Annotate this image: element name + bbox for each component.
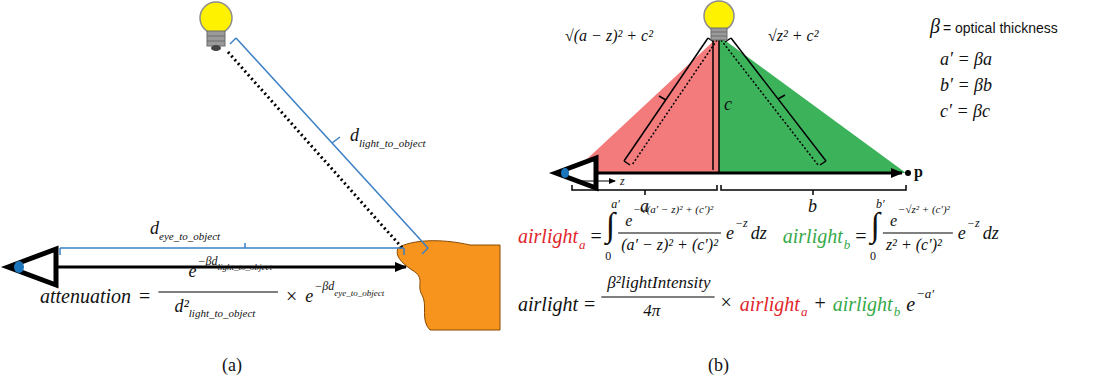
fraction-bar xyxy=(158,291,278,292)
perpendicular-line xyxy=(718,36,720,173)
geometry-label: z xyxy=(620,175,625,187)
formula-term: airlight xyxy=(518,226,578,246)
formula-term: = xyxy=(855,226,866,246)
formula-term: a xyxy=(579,238,586,251)
formula-term: b′ xyxy=(876,198,885,210)
formula-term: a′ xyxy=(611,198,620,210)
light-bulb xyxy=(704,1,734,40)
light-ray xyxy=(632,40,717,165)
formula-term: e xyxy=(958,224,966,242)
formula-term: −z xyxy=(967,217,980,229)
definition-text: = optical thickness xyxy=(943,21,1058,35)
formula-term: 4π xyxy=(643,302,660,319)
formula-term: e xyxy=(305,287,313,305)
formula-term: = xyxy=(591,226,602,246)
distance-label: d xyxy=(350,126,359,144)
distance-bracket xyxy=(624,38,826,170)
fraction-bar xyxy=(883,232,953,233)
geometry-label: √z² + c² xyxy=(768,28,819,44)
eye-symbol xyxy=(556,158,596,188)
formula-term: attenuation xyxy=(40,286,131,306)
distance-label: eye_to_object xyxy=(159,231,220,242)
view-ray xyxy=(598,172,902,175)
formula-term: e xyxy=(890,213,897,229)
distance-label: light_to_object xyxy=(359,138,426,149)
formula-term: −√z² + (c′)² xyxy=(898,204,950,215)
z-arrow xyxy=(575,181,615,182)
formula-term: airlight xyxy=(833,294,893,314)
formula-term: −βd xyxy=(314,280,334,292)
formula-term: airlight xyxy=(783,226,843,246)
formula-term: e xyxy=(625,213,632,229)
definition-text: b′ = βb xyxy=(940,76,992,94)
geometry-label: b xyxy=(808,197,817,215)
formula-term: ∫ xyxy=(606,208,615,242)
formula-term: eye_to_object xyxy=(334,289,384,298)
formula-term: × xyxy=(721,292,732,312)
formula-term: e xyxy=(906,294,915,314)
formula-term: dz xyxy=(983,224,999,242)
formula-term: = xyxy=(139,286,150,306)
formula-term: 0 xyxy=(605,250,611,262)
formula-term: e xyxy=(188,262,196,280)
formula-term: −√(a′ − z)² + (c′)² xyxy=(633,204,713,215)
formula-term: light_to_object xyxy=(217,263,272,272)
formula-term: dz xyxy=(751,224,767,242)
formula-term: b xyxy=(894,305,901,318)
formula-term: d² xyxy=(174,297,188,315)
formula-term: a xyxy=(801,305,808,318)
formula-term: light_to_object xyxy=(189,308,256,319)
formula-term: −a′ xyxy=(916,287,934,300)
formula-term: airlight xyxy=(518,294,578,314)
point-dot xyxy=(905,170,911,176)
formula-term: × xyxy=(286,286,297,306)
formula-term: z² + (c′)² xyxy=(886,237,942,253)
geometry-label: p xyxy=(914,164,923,180)
distance-label: d xyxy=(150,219,159,237)
formula-term: −βd xyxy=(197,255,217,267)
red-region xyxy=(572,36,719,173)
light-ray xyxy=(228,52,404,250)
definition-text: a′ = βa xyxy=(940,50,992,68)
fraction-bar xyxy=(601,296,714,297)
geometry-label: c xyxy=(724,95,732,113)
eye-symbol xyxy=(8,249,56,285)
distance-bracket xyxy=(60,243,404,255)
light-bulb xyxy=(200,2,232,51)
formula-term: (a′ − z)² + (c′)² xyxy=(621,237,718,253)
green-region xyxy=(719,36,906,173)
formula-term: = xyxy=(584,294,595,314)
geometry-label: √(a − z)² + c² xyxy=(565,28,653,44)
formula-term: β²lightIntensity xyxy=(607,274,710,291)
fraction-bar xyxy=(618,232,721,233)
object-blob xyxy=(397,241,500,330)
definition-text: c′ = βc xyxy=(940,102,990,120)
formula-term: 0 xyxy=(870,250,876,262)
light-ray xyxy=(721,40,818,165)
panel-label: (b) xyxy=(708,356,729,374)
panel-label: (a) xyxy=(222,356,242,374)
definition-text: β xyxy=(930,16,940,36)
formula-term: e xyxy=(726,224,734,242)
formula-term: + xyxy=(814,293,825,313)
formula-term: airlight xyxy=(740,294,800,314)
formula-term: ∫ xyxy=(871,208,880,242)
formula-term: b xyxy=(844,238,851,251)
formula-term: −z xyxy=(735,217,748,229)
distance-bracket xyxy=(230,38,428,254)
